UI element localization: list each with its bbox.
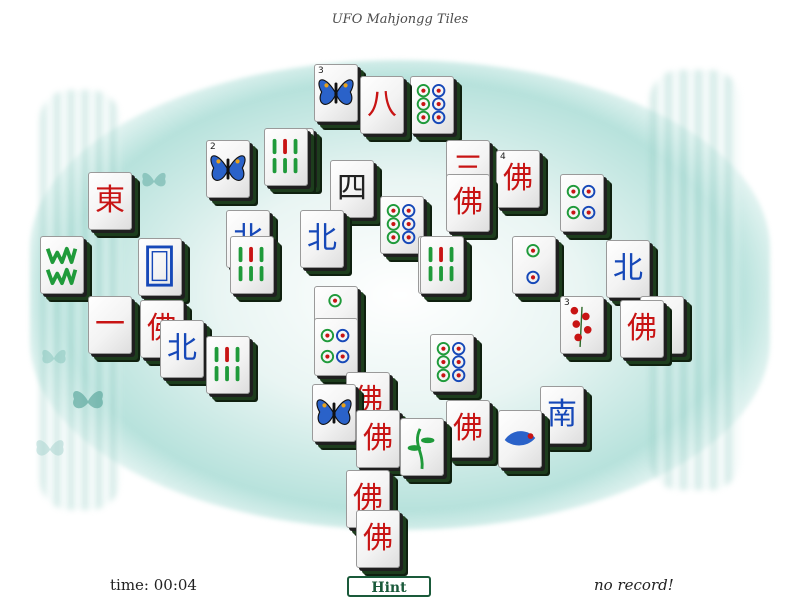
wind-tile[interactable]: 北 bbox=[160, 320, 204, 378]
butterfly-icon bbox=[142, 172, 166, 187]
flower-tile[interactable] bbox=[400, 418, 444, 476]
dots-icon bbox=[566, 184, 596, 220]
status-bar: time: 00:04 no record! bbox=[0, 570, 800, 600]
butterfly-icon bbox=[36, 440, 64, 456]
red-icon bbox=[570, 306, 592, 347]
bamboo-icon bbox=[428, 246, 454, 282]
tile-glyph: 佛 bbox=[627, 311, 657, 346]
dots-icon bbox=[436, 342, 466, 383]
wind-tile[interactable]: 南 bbox=[540, 386, 584, 444]
butterfly-icon bbox=[316, 399, 352, 425]
tile-glyph: 北 bbox=[613, 251, 643, 286]
character-tile[interactable]: 八 bbox=[360, 76, 404, 134]
green-dragon-tile[interactable] bbox=[40, 236, 84, 294]
tile-glyph: 東 bbox=[95, 183, 125, 218]
character-tile[interactable]: 佛 bbox=[446, 400, 490, 458]
butterfly-icon bbox=[73, 391, 103, 409]
dragon-white-icon bbox=[146, 245, 173, 287]
tile-glyph: 佛 bbox=[503, 161, 533, 196]
dots-icon bbox=[320, 328, 350, 364]
bamboo-tile[interactable] bbox=[206, 336, 250, 394]
record-text: no record! bbox=[594, 576, 674, 594]
white-dragon-tile[interactable] bbox=[138, 238, 182, 296]
butterfly-tile[interactable]: 2 bbox=[206, 140, 250, 198]
hint-button[interactable]: Hint bbox=[347, 576, 431, 597]
dots-tile[interactable] bbox=[430, 334, 474, 392]
dots-tile[interactable] bbox=[314, 318, 358, 376]
tile-glyph: 四 bbox=[337, 171, 367, 206]
dots-icon bbox=[416, 83, 446, 125]
bamboo-tile[interactable] bbox=[264, 128, 308, 186]
tile-glyph: 南 bbox=[547, 397, 577, 432]
dots-icon bbox=[386, 204, 416, 245]
dots-icon bbox=[526, 244, 540, 285]
tile-glyph: 佛 bbox=[363, 521, 393, 556]
dots-tile[interactable] bbox=[512, 236, 556, 294]
flower-tile[interactable]: 3 bbox=[560, 296, 604, 354]
tile-corner-number: 4 bbox=[500, 152, 506, 162]
dragon-green-icon bbox=[45, 246, 78, 286]
tile-glyph: 佛 bbox=[453, 185, 483, 220]
character-tile[interactable]: 佛 bbox=[356, 510, 400, 568]
tile-glyph: 八 bbox=[367, 87, 397, 122]
character-tile[interactable]: 佛 bbox=[446, 174, 490, 232]
game-title: UFO Mahjongg Tiles bbox=[331, 12, 469, 27]
butterfly-icon bbox=[210, 155, 246, 181]
tile-glyph: 北 bbox=[167, 331, 197, 366]
tile-glyph: 佛 bbox=[363, 421, 393, 456]
butterfly-tile[interactable] bbox=[312, 384, 356, 442]
tile-corner-number: 2 bbox=[210, 142, 216, 152]
butterfly-tile[interactable]: 3 bbox=[314, 64, 358, 122]
butterfly-icon bbox=[42, 349, 66, 364]
bird-tile[interactable] bbox=[498, 410, 542, 468]
tile-glyph: 佛 bbox=[353, 481, 383, 516]
wind-tile[interactable]: 北 bbox=[300, 210, 344, 268]
dots-tile[interactable] bbox=[560, 174, 604, 232]
wind-tile[interactable]: 北 bbox=[606, 240, 650, 298]
butterfly-icon bbox=[318, 79, 354, 105]
character-tile[interactable]: 一 bbox=[88, 296, 132, 354]
bird-icon bbox=[504, 431, 536, 446]
bamboo-tile[interactable] bbox=[420, 236, 464, 294]
tile-corner-number: 3 bbox=[564, 298, 570, 308]
dots-tile[interactable] bbox=[380, 196, 424, 254]
tile-corner-number: 3 bbox=[318, 66, 324, 76]
tile-glyph: 佛 bbox=[453, 411, 483, 446]
character-tile[interactable]: 佛 bbox=[356, 410, 400, 468]
character-tile[interactable]: 東 bbox=[88, 172, 132, 230]
bamboo-icon bbox=[214, 346, 240, 382]
tile-glyph: 北 bbox=[307, 221, 337, 256]
dots-tile[interactable] bbox=[410, 76, 454, 134]
bamboo-tile[interactable] bbox=[230, 236, 274, 294]
character-tile[interactable]: 四 bbox=[330, 160, 374, 218]
background-curtain-right bbox=[650, 70, 740, 490]
green-icon bbox=[407, 428, 435, 470]
character-tile[interactable]: 佛 bbox=[620, 300, 664, 358]
timer-text: time: 00:04 bbox=[110, 576, 197, 594]
bamboo-icon bbox=[272, 138, 298, 174]
bamboo-icon bbox=[238, 246, 264, 282]
tile-glyph: 一 bbox=[95, 307, 125, 342]
